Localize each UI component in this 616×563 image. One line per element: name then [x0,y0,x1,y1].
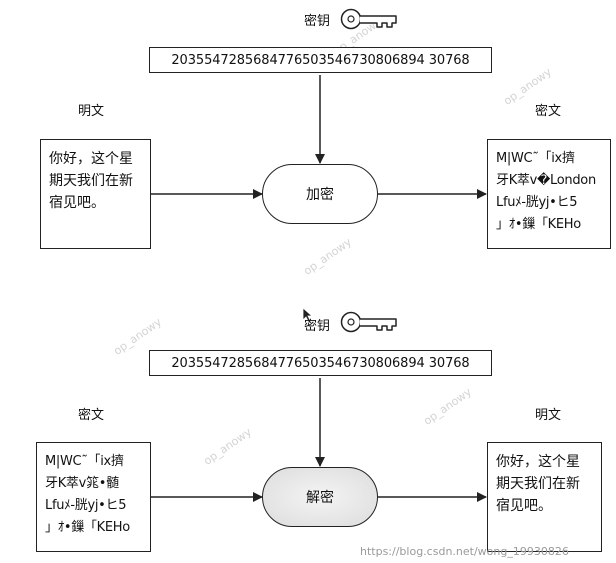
key-value-box: 2035547285684776503546730806894 30768 [149,47,492,73]
ciphertext-label: 密文 [535,104,562,119]
ciphertext-box: M|WC˜「ix擠 牙K萃v筄•髄 Lfuﾒ-胱yj•ヒ5 」ｵ•鏁「KEHo [36,442,151,552]
key-label: 密钥 [304,14,331,29]
plaintext-label: 明文 [78,104,105,119]
cursor-icon [302,307,314,324]
key-value-box: 2035547285684776503546730806894 30768 [149,350,492,376]
plaintext-box: 你好，这个星 期天我们在新 宿见吧。 [487,442,602,552]
encrypt-label: 加密 [306,187,334,203]
key-label: 密钥 [304,319,331,334]
watermark: https://blog.csdn.net/wong_19930826 [360,545,569,558]
key-icon [340,8,397,30]
encrypt-process: 加密 [262,164,378,224]
decrypt-process: 解密 [262,467,378,527]
plaintext-box: 你好，这个星 期天我们在新 宿见吧。 [40,139,151,249]
key-icon [340,311,397,333]
plaintext-label: 明文 [535,408,562,423]
ciphertext-label: 密文 [78,408,105,423]
ciphertext-box: M|WC˜「ix擠 牙K萃v�London Lfuﾒ-胱yj•ヒ5 」ｵ•鏁「K… [487,139,611,249]
decrypt-label: 解密 [306,490,334,506]
